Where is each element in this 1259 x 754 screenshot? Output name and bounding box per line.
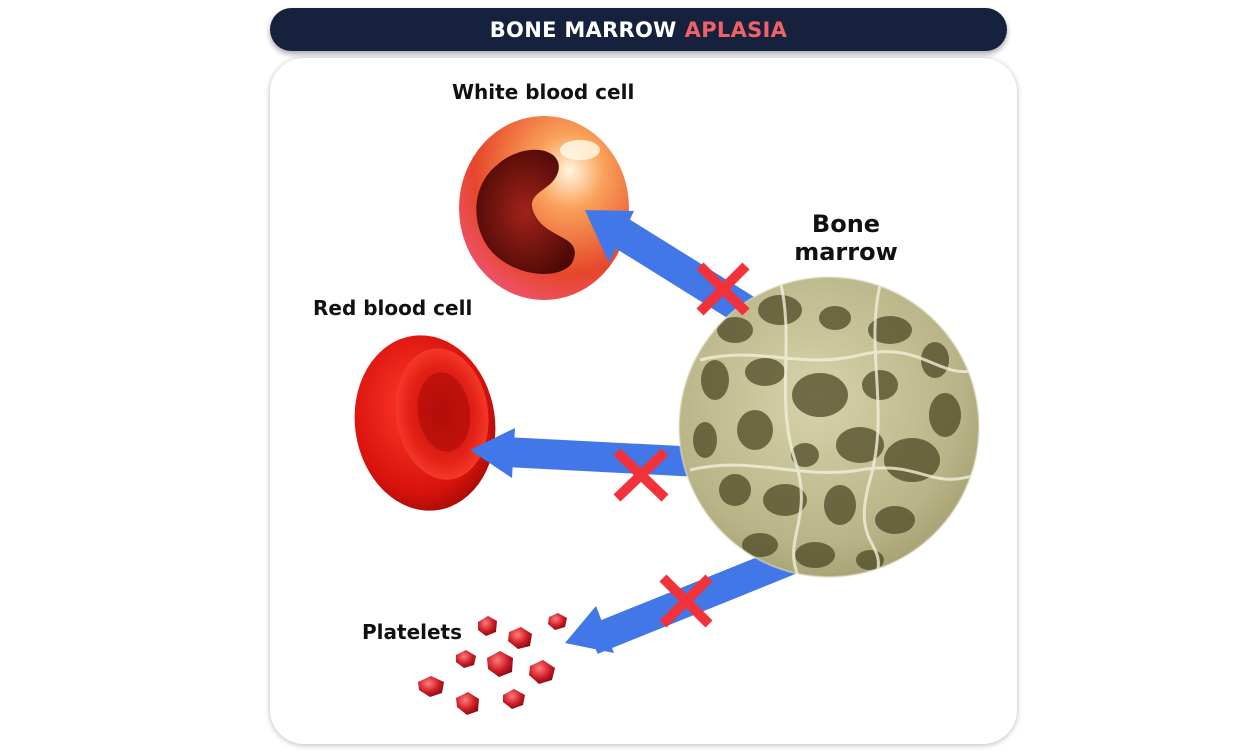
label-platelets: Platelets xyxy=(362,620,463,644)
bone-marrow-image xyxy=(678,276,980,578)
platelets-image xyxy=(418,613,567,715)
title-highlight: APLASIA xyxy=(684,17,788,42)
title-bar: BONE MARROW APLASIA xyxy=(270,8,1007,51)
label-bone-marrow: Bone marrow xyxy=(794,210,898,266)
label-red-blood-cell: Red blood cell xyxy=(313,296,473,320)
title-prefix: BONE MARROW xyxy=(489,17,677,42)
blocked-x-icon xyxy=(613,448,669,502)
red-blood-cell-image xyxy=(354,335,496,511)
white-blood-cell-image xyxy=(459,116,629,300)
blocked-x-icon xyxy=(659,574,713,628)
label-white-blood-cell: White blood cell xyxy=(452,80,635,104)
arrow-to-red-blood-cell xyxy=(470,428,701,478)
blocked-x-icon xyxy=(696,262,750,316)
arrow-to-white-blood-cell xyxy=(585,210,757,326)
